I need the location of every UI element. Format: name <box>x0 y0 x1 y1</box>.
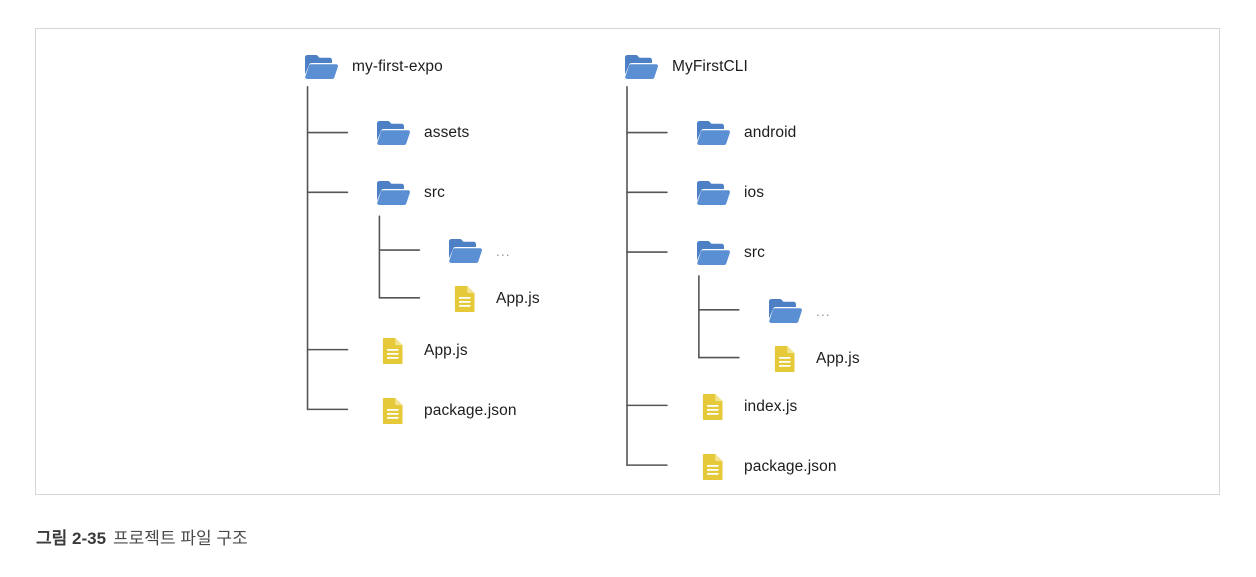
tree-node-src-ellipsis[interactable]: ... <box>768 291 831 331</box>
tree-connector-lines <box>306 85 740 466</box>
tree-node-label: android <box>744 124 797 141</box>
tree-node-indexjs[interactable]: index.js <box>696 387 797 427</box>
tree-node-label: App.js <box>496 290 540 307</box>
tree-node-label: ... <box>816 303 831 319</box>
tree-node-label: package.json <box>424 402 517 419</box>
tree-node-root[interactable]: MyFirstCLI <box>624 47 748 87</box>
tree-node-label: my-first-expo <box>352 58 443 75</box>
tree-node-label: assets <box>424 124 470 141</box>
folder-icon <box>304 52 338 82</box>
tree-node-label: index.js <box>744 398 798 415</box>
figure-caption-text: 프로젝트 파일 구조 <box>113 529 248 548</box>
tree-node-label: package.json <box>744 458 837 475</box>
tree-node-label: ios <box>744 184 765 201</box>
folder-icon <box>696 238 730 268</box>
tree-node-packagejson[interactable]: package.json <box>376 391 517 431</box>
tree-node-label: ... <box>496 243 511 259</box>
figure-caption-number: 그림 2-35 <box>36 529 107 548</box>
folder-icon <box>448 236 482 266</box>
figure-caption: 그림 2-35 프로젝트 파일 구조 <box>36 524 248 549</box>
file-icon <box>696 452 730 482</box>
tree-node-ios[interactable]: ios <box>696 173 764 213</box>
file-icon <box>768 344 802 374</box>
tree-node-src-appjs[interactable]: App.js <box>768 339 860 379</box>
tree-node-label: src <box>424 184 445 201</box>
tree-node-appjs[interactable]: App.js <box>376 331 468 371</box>
tree-node-src-appjs[interactable]: App.js <box>448 279 540 319</box>
tree-node-assets[interactable]: assets <box>376 113 469 153</box>
folder-icon <box>768 296 802 326</box>
folder-icon <box>696 118 730 148</box>
folder-icon <box>376 178 410 208</box>
file-icon <box>376 336 410 366</box>
tree-node-label: MyFirstCLI <box>672 58 748 75</box>
tree-node-src-ellipsis[interactable]: ... <box>448 231 511 271</box>
tree-node-root[interactable]: my-first-expo <box>304 47 443 87</box>
folder-icon <box>696 178 730 208</box>
tree-node-src[interactable]: src <box>376 173 445 213</box>
file-icon <box>448 284 482 314</box>
tree-node-android[interactable]: android <box>696 113 796 153</box>
tree-node-src[interactable]: src <box>696 233 765 273</box>
tree-node-label: App.js <box>816 350 860 367</box>
file-icon <box>376 396 410 426</box>
tree-node-packagejson[interactable]: package.json <box>696 447 837 487</box>
folder-icon <box>376 118 410 148</box>
tree-node-label: App.js <box>424 342 468 359</box>
file-icon <box>696 392 730 422</box>
tree-node-label: src <box>744 244 765 261</box>
folder-icon <box>624 52 658 82</box>
figure-frame: my-first-expo assets src ... App.js <box>35 28 1220 495</box>
